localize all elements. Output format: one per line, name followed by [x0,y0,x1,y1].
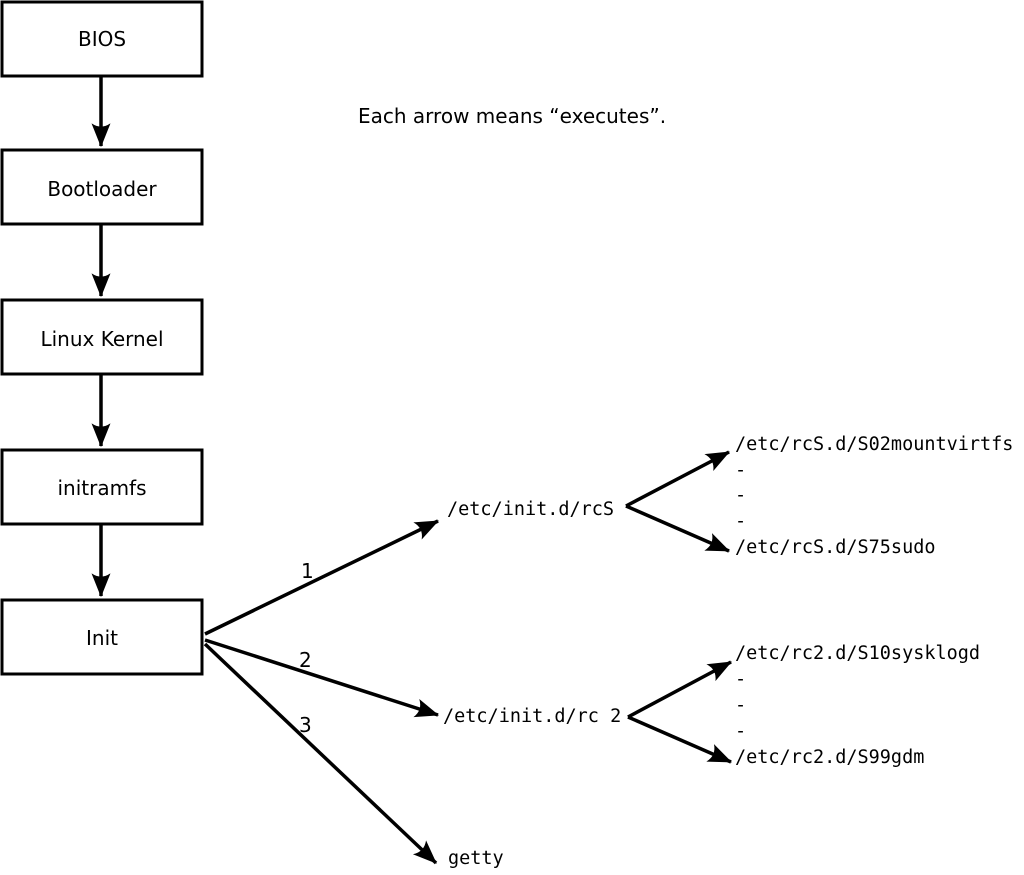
legend-note: Each arrow means “executes”. [358,104,666,128]
rcs-script-ellipsis-dash: - [735,511,746,532]
init-branches: 1 2 3 /etc/init.d/rcS /etc/init.d/rc 2 g… [203,499,621,869]
rc2-script-ellipsis-dash: - [735,695,746,716]
rc2-script-s10sysklogd: /etc/rc2.d/S10sysklogd [735,643,980,664]
rc2-script-ellipsis-dash: - [735,669,746,690]
rcs-script-s75sudo: /etc/rcS.d/S75sudo [735,537,935,558]
target-getty-label: getty [448,848,504,869]
rc2-script-fan: /etc/rc2.d/S10sysklogd - - - /etc/rc2.d/… [627,643,980,768]
node-bios-label: BIOS [78,27,126,51]
node-bootloader-label: Bootloader [47,177,157,201]
node-linux-kernel-label: Linux Kernel [40,327,163,351]
branch-order-3: 3 [299,713,312,737]
target-rcs-label: /etc/init.d/rcS [447,499,614,520]
node-bios-box [0,0,204,78]
node-initramfs-label: initramfs [57,476,146,500]
arrow-init-to-rcs [204,519,439,636]
branch-order-2: 2 [299,648,312,672]
node-bootloader-box [0,148,204,226]
rcs-script-ellipsis-dash: - [735,485,746,506]
branch-order-1: 1 [301,559,314,583]
arrow-init-to-getty [203,642,438,865]
arrow-rcs-to-first-script [625,450,730,508]
arrow-init-to-rc2 [204,638,440,718]
arrow-rcs-to-last-script [625,504,730,553]
rcs-script-fan: /etc/rcS.d/S02mountvirtfs - - - /etc/rcS… [625,434,1013,558]
boot-chain: BIOS Bootloader Linux Kernel initramfs I… [0,0,204,676]
rcs-script-s02mountvirtfs: /etc/rcS.d/S02mountvirtfs [735,434,1013,455]
arrow-rc2-to-last-script [627,715,732,764]
node-init-box [0,598,204,676]
node-initramfs-box [0,448,204,526]
arrow-rc2-to-first-script [627,660,732,719]
rcs-script-ellipsis-dash: - [735,460,746,481]
target-rc2-label: /etc/init.d/rc 2 [443,706,621,727]
node-init-label: Init [86,626,118,650]
rc2-script-ellipsis-dash: - [735,721,746,742]
rc2-script-s99gdm: /etc/rc2.d/S99gdm [735,747,924,768]
